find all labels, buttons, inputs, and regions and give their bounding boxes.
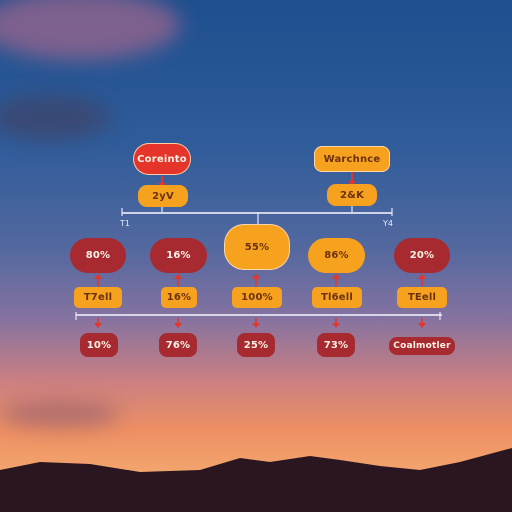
top-bus-line xyxy=(122,212,392,214)
top-right-node-label: Warchnce xyxy=(323,153,381,165)
row3-node-3: 25% xyxy=(237,333,275,357)
row1-node-5-label: 20% xyxy=(409,250,435,261)
bus-label-left: T1 xyxy=(120,219,130,228)
row1-node-2: 16% xyxy=(150,238,207,273)
bus-label-right: Y4 xyxy=(383,219,393,228)
row1-node-4-label: 86% xyxy=(324,250,349,261)
mountain-silhouette xyxy=(0,448,512,512)
row1-node-2-label: 16% xyxy=(166,250,191,261)
row2-node-3-label: 100% xyxy=(241,292,273,303)
top-right-value-label: 2&K xyxy=(339,189,365,201)
row3-node-4: 73% xyxy=(317,333,355,357)
row3-node-2-label: 76% xyxy=(165,339,191,351)
row2-node-3: 100% xyxy=(232,287,282,308)
row1-node-5: 20% xyxy=(394,238,450,273)
row3-node-5-label: Coalmotler xyxy=(393,341,451,351)
row3-node-4-label: 73% xyxy=(323,339,349,351)
row2-node-2: 16% xyxy=(161,287,197,308)
row2-node-5: TEell xyxy=(397,287,447,308)
cloud-bottom-left xyxy=(0,402,120,427)
row2-node-4-label: Tl6ell xyxy=(320,292,354,303)
row1-node-4: 86% xyxy=(308,238,365,273)
row1-node-1-label: 80% xyxy=(85,250,111,261)
row3-node-1: 10% xyxy=(80,333,118,357)
row2-node-4: Tl6ell xyxy=(312,287,362,308)
top-left-node-label: Coreinto xyxy=(137,153,187,165)
row3-node-5: Coalmotler xyxy=(389,337,455,355)
row1-node-1: 80% xyxy=(70,238,126,273)
bottom-bus-line xyxy=(76,314,442,316)
top-left-node: Coreinto xyxy=(133,143,191,175)
row3-node-1-label: 10% xyxy=(86,339,112,351)
cloud-left xyxy=(0,95,110,140)
top-left-value: 2yV xyxy=(138,185,188,207)
row1-node-3: 55% xyxy=(224,224,290,270)
row1-node-3-label: 55% xyxy=(244,241,270,253)
row2-node-5-label: TEell xyxy=(407,292,437,303)
top-right-value: 2&K xyxy=(327,184,377,206)
top-right-node: Warchnce xyxy=(314,146,390,172)
top-left-value-label: 2yV xyxy=(152,190,174,202)
row3-node-3-label: 25% xyxy=(243,339,269,351)
row2-node-2-label: 16% xyxy=(166,292,192,303)
row2-node-1-label: T7ell xyxy=(83,292,113,303)
row2-node-1: T7ell xyxy=(74,287,122,308)
row3-node-2: 76% xyxy=(159,333,197,357)
